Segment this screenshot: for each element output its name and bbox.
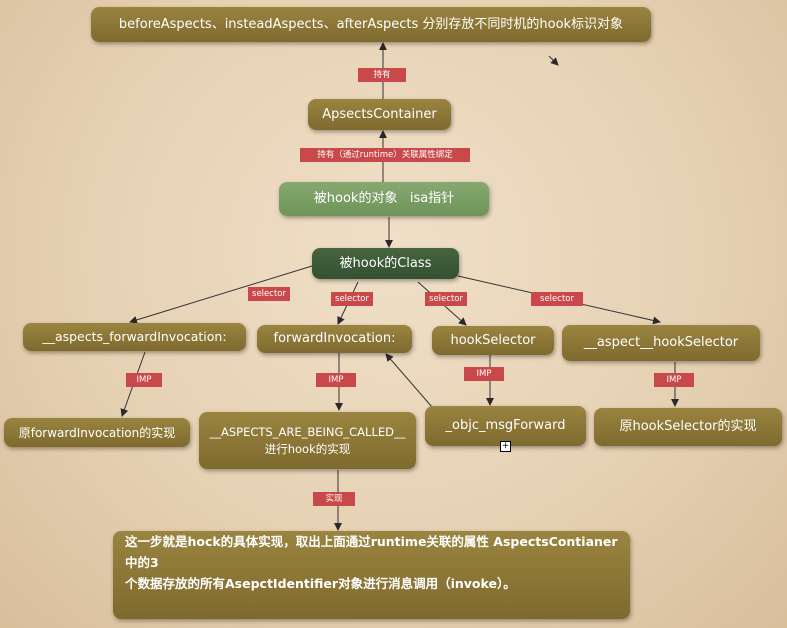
stray-arrow bbox=[548, 55, 559, 66]
node-implementation-description: 这一步就是hock的具体实现，取出上面通过runtime关联的属性 Aspect… bbox=[113, 531, 630, 619]
label-selector-2: selector bbox=[331, 292, 373, 306]
node-hooked-class: 被hook的Class bbox=[312, 248, 459, 279]
implementation-line-2: 个数据存放的所有AsepctIdentifier对象进行消息调用（invoke）… bbox=[125, 576, 516, 591]
node-forward-invocation: forwardInvocation: bbox=[257, 325, 412, 353]
node-hooked-object: 被hook的对象 isa指针 bbox=[279, 182, 489, 216]
implementation-line-1: 这一步就是hock的具体实现，取出上面通过runtime关联的属性 Aspect… bbox=[125, 534, 618, 570]
node-aspects-being-called: __ASPECTS_ARE_BEING_CALLED__ 进行hook的实现 bbox=[199, 412, 416, 469]
label-hold-runtime: 持有（通过runtime）关联属性绑定 bbox=[300, 148, 470, 162]
node-original-hook-selector: 原hookSelector的实现 bbox=[594, 408, 782, 446]
label-hold: 持有 bbox=[358, 68, 406, 82]
label-selector-3: selector bbox=[425, 292, 467, 306]
expand-toggle-icon[interactable]: + bbox=[500, 441, 511, 452]
being-called-line-1: __ASPECTS_ARE_BEING_CALLED__ bbox=[209, 424, 406, 439]
top-node-hook-identifiers: beforeAspects、insteadAspects、afterAspect… bbox=[91, 7, 651, 42]
label-imp-4: IMP bbox=[654, 373, 694, 387]
being-called-line-2: 进行hook的实现 bbox=[264, 441, 351, 456]
node-objc-msg-forward: _objc_msgForward bbox=[425, 406, 586, 446]
label-selector-4: selector bbox=[531, 292, 583, 306]
node-aspects-container: ApsectsContainer bbox=[308, 99, 451, 130]
label-implement: 实现 bbox=[313, 492, 355, 506]
label-imp-3: IMP bbox=[464, 367, 504, 381]
node-aspects-forward-invocation: __aspects_forwardInvocation: bbox=[23, 323, 246, 351]
node-aspect-hook-selector: __aspect__hookSelector bbox=[562, 325, 760, 361]
label-imp-1: IMP bbox=[126, 373, 162, 387]
label-imp-2: IMP bbox=[316, 373, 356, 387]
node-original-forward-invocation: 原forwardInvocation的实现 bbox=[4, 418, 190, 447]
node-hook-selector: hookSelector bbox=[432, 326, 554, 355]
label-selector-1: selector bbox=[248, 287, 290, 301]
arrow-msg-forward-to-forward-invocation bbox=[385, 353, 433, 408]
